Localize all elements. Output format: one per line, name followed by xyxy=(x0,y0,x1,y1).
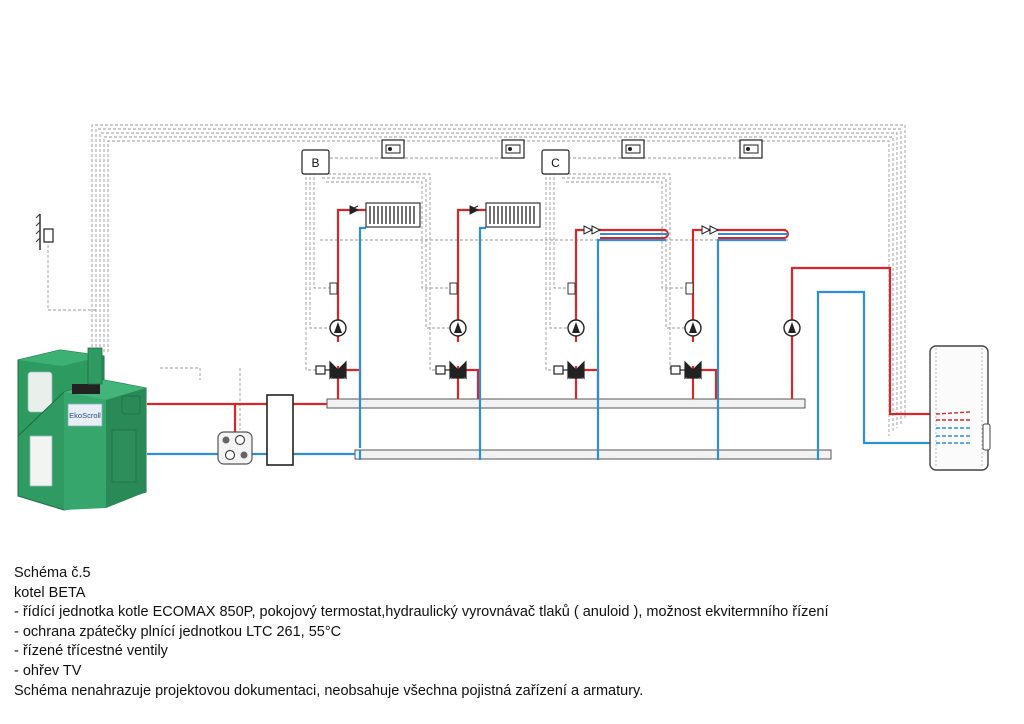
dhw-storage-tank xyxy=(929,345,991,471)
room-thermostat-1 xyxy=(381,139,405,159)
controller-c: C xyxy=(541,149,570,175)
supply-header xyxy=(326,398,806,409)
caption-item-mixing-valves: - řízené třícestné ventily xyxy=(14,643,168,660)
temperature-sensor-icons xyxy=(329,282,694,295)
dhw-circuit xyxy=(790,266,936,460)
control-wiring xyxy=(47,124,906,436)
room-thermostat-2 xyxy=(501,139,525,159)
caption-item-control-unit: - řídící jednotka kotle ECOMAX 850P, pok… xyxy=(14,604,829,621)
controller-b-label: B xyxy=(311,156,319,170)
controller-c-label: C xyxy=(551,156,560,170)
boiler-brand-label: EkoScroll xyxy=(69,411,101,420)
return-header xyxy=(354,449,832,460)
hydraulic-separator xyxy=(266,394,294,466)
floor-valve-4-icon xyxy=(701,225,720,235)
radiator-valve-2-icon xyxy=(469,205,480,215)
room-thermostat-4 xyxy=(739,139,763,159)
outdoor-sensor-icon xyxy=(35,213,54,250)
heating-circuit-4 xyxy=(691,228,786,460)
floor-loop-3-icon xyxy=(600,229,669,239)
radiator-2-icon xyxy=(485,202,541,228)
heating-circuit-3 xyxy=(574,228,666,460)
caption-boiler-model: kotel BETA xyxy=(14,584,86,601)
caption-disclaimer: Schéma nenahrazuje projektovou dokumenta… xyxy=(14,682,644,699)
heating-schematic: B C xyxy=(17,124,991,511)
caption-item-dhw: - ohřev TV xyxy=(14,662,82,679)
caption-title: Schéma č.5 xyxy=(14,565,91,581)
floor-valve-3-icon xyxy=(583,225,602,235)
floor-loop-4-icon xyxy=(718,229,789,239)
controller-b: B xyxy=(301,149,330,175)
pump-icons xyxy=(329,319,801,337)
mixing-valve-icons xyxy=(315,360,702,380)
radiator-1-icon xyxy=(365,202,421,228)
schema-caption: Schéma č.5 kotel BETA - řídící jednotka … xyxy=(14,564,829,701)
caption-item-return-protection: - ochrana zpátečky plnící jednotkou LTC … xyxy=(14,623,342,640)
room-thermostat-3 xyxy=(621,139,645,159)
boiler: EkoScroll xyxy=(17,347,147,511)
radiator-valve-1-icon xyxy=(349,205,360,215)
primary-loop xyxy=(147,402,355,456)
loading-unit-ltc261 xyxy=(217,431,253,465)
